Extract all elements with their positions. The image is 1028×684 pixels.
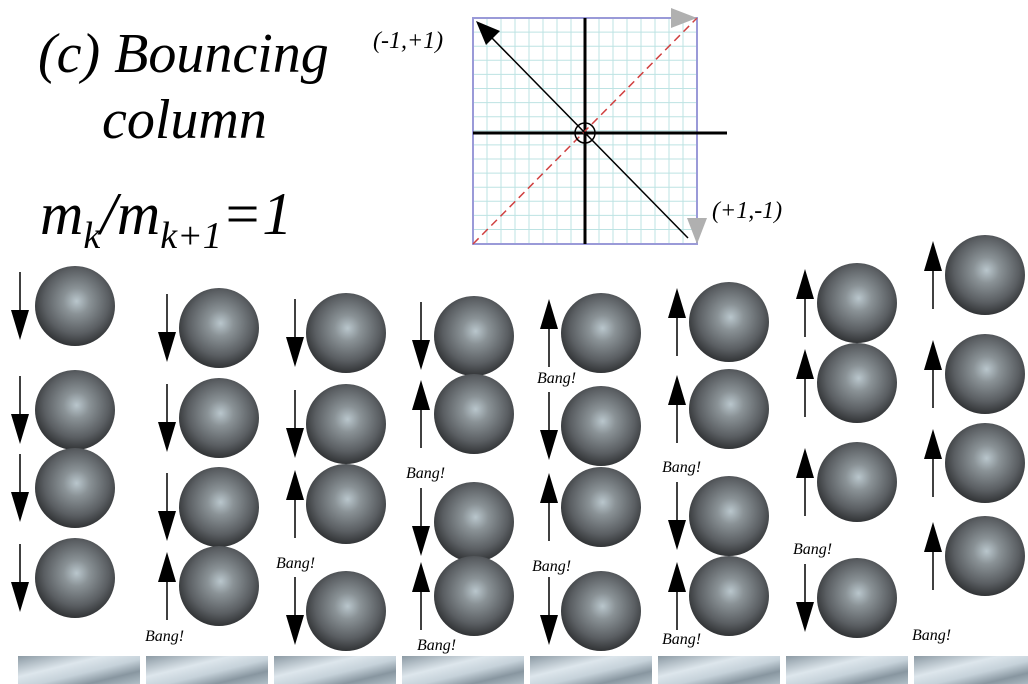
- frame-column: Bang!: [786, 263, 908, 684]
- arrow-down-icon: [11, 582, 29, 612]
- frame-column: Bang! Bang!: [402, 296, 524, 684]
- arrow-down-icon: [286, 337, 304, 367]
- ball: [561, 293, 641, 373]
- bang-label: Bang!: [276, 555, 315, 572]
- arrow-up-icon: [540, 473, 558, 503]
- ball: [561, 571, 641, 651]
- ball: [689, 556, 769, 636]
- floor-slab: [146, 656, 268, 684]
- arrow-down-icon: [158, 422, 176, 452]
- ball: [306, 293, 386, 373]
- floor-slab: [18, 656, 140, 684]
- arrow-down-icon: [412, 526, 430, 556]
- ball: [817, 558, 897, 638]
- ball: [817, 263, 897, 343]
- arrow-down-icon: [11, 492, 29, 522]
- bang-label: Bang!: [912, 627, 951, 644]
- ball: [945, 235, 1025, 315]
- arrow-up-icon: [286, 470, 304, 500]
- bang-label: Bang!: [662, 459, 701, 476]
- arrow-down-icon: [540, 430, 558, 460]
- ball: [306, 464, 386, 544]
- arrow-up-icon: [796, 269, 814, 299]
- bang-label: Bang!: [145, 628, 184, 645]
- arrow-up-icon: [412, 562, 430, 592]
- arrow-down-icon: [158, 332, 176, 362]
- arrow-down-icon: [11, 414, 29, 444]
- arrow-up-icon: [924, 429, 942, 459]
- arrow-down-icon: [540, 615, 558, 645]
- frame-column: Bang!: [274, 293, 396, 684]
- arrow-down-icon: [286, 615, 304, 645]
- ball: [945, 423, 1025, 503]
- floor-slab: [914, 656, 1028, 684]
- ball: [434, 556, 514, 636]
- frame-column: Bang!: [912, 235, 1028, 684]
- ball: [179, 288, 259, 368]
- ball: [35, 448, 115, 528]
- frame-column: [11, 266, 140, 684]
- ball: [306, 571, 386, 651]
- frame-column: Bang!: [145, 288, 268, 684]
- ball: [35, 370, 115, 450]
- arrow-down-icon: [668, 520, 686, 550]
- floor-slab: [658, 656, 780, 684]
- floor-slab: [402, 656, 524, 684]
- arrow-up-icon: [540, 299, 558, 329]
- bang-label: Bang!: [662, 631, 701, 648]
- ball: [179, 467, 259, 547]
- ball: [817, 343, 897, 423]
- frame-column: Bang! Bang!: [530, 293, 652, 684]
- ball: [689, 369, 769, 449]
- ball: [945, 516, 1025, 596]
- phase-plot: (-1,+1) (+1,-1): [373, 8, 782, 244]
- arrow-up-icon: [668, 562, 686, 592]
- bang-label: Bang!: [532, 558, 571, 575]
- frame-column: Bang! Bang!: [658, 282, 780, 684]
- ball: [179, 546, 259, 626]
- arrow-up-icon: [412, 380, 430, 410]
- arrow-up-icon: [924, 340, 942, 370]
- arrow-down-icon: [158, 511, 176, 541]
- floor-slab: [274, 656, 396, 684]
- ball: [35, 538, 115, 618]
- arrowhead-bottom-right-icon: [687, 218, 707, 244]
- ball: [689, 476, 769, 556]
- ball: [434, 482, 514, 562]
- arrow-up-icon: [924, 241, 942, 271]
- arrow-down-icon: [286, 428, 304, 458]
- ball: [945, 334, 1025, 414]
- bang-label: Bang!: [406, 465, 445, 482]
- arrow-down-icon: [412, 340, 430, 370]
- ball: [35, 266, 115, 346]
- ball: [689, 282, 769, 362]
- floor-slab: [786, 656, 908, 684]
- bang-label: Bang!: [793, 541, 832, 558]
- ball: [817, 442, 897, 522]
- corner-label-bottom-right: (+1,-1): [712, 198, 782, 224]
- ball: [179, 378, 259, 458]
- floor-slab: [530, 656, 652, 684]
- arrow-up-icon: [668, 375, 686, 405]
- arrowhead-top-left-icon: [476, 21, 500, 45]
- arrow-up-icon: [924, 522, 942, 552]
- ball: [434, 296, 514, 376]
- phase-trajectory-line: [490, 36, 688, 238]
- arrow-up-icon: [796, 349, 814, 379]
- bang-label: Bang!: [537, 370, 576, 387]
- ball: [306, 384, 386, 464]
- ball: [434, 374, 514, 454]
- arrowhead-top-right-icon: [671, 8, 697, 28]
- arrow-down-icon: [796, 602, 814, 632]
- ball-columns: Bang!Bang!Bang!Bang!Bang!Bang!Bang!Bang!…: [11, 235, 1028, 684]
- arrow-up-icon: [668, 288, 686, 318]
- ball: [561, 386, 641, 466]
- ball: [561, 467, 641, 547]
- arrow-up-icon: [796, 448, 814, 478]
- arrow-down-icon: [11, 310, 29, 340]
- bang-label: Bang!: [417, 637, 456, 654]
- arrow-up-icon: [158, 552, 176, 582]
- corner-label-top-left: (-1,+1): [373, 28, 443, 54]
